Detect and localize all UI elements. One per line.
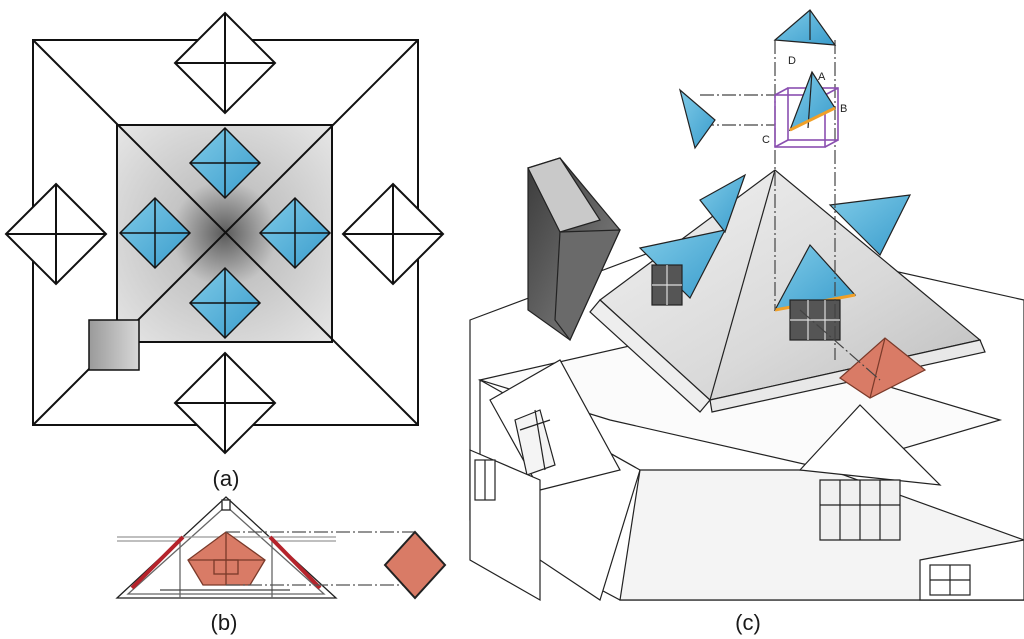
floating-dormer-top	[773, 9, 837, 46]
chimney-plan	[88, 319, 140, 371]
point-label-c: C	[762, 134, 770, 146]
projected-dormer-diamond	[383, 530, 447, 600]
panel-b-section	[115, 496, 447, 600]
point-label-d: D	[788, 55, 796, 67]
panel-a-plan-view	[4, 11, 445, 455]
dormer-intersection-shape	[839, 337, 927, 399]
caption-b: (b)	[211, 610, 238, 635]
upper-dormers-3d	[638, 173, 912, 341]
caption-a: (a)	[213, 466, 240, 491]
caption-c: (c)	[735, 610, 761, 635]
floating-dormer-left	[678, 88, 716, 150]
point-label-a: A	[818, 71, 826, 83]
inner-dormers	[118, 126, 332, 340]
point-label-b: B	[840, 103, 847, 115]
panel-c-3d-view	[469, 9, 1024, 602]
